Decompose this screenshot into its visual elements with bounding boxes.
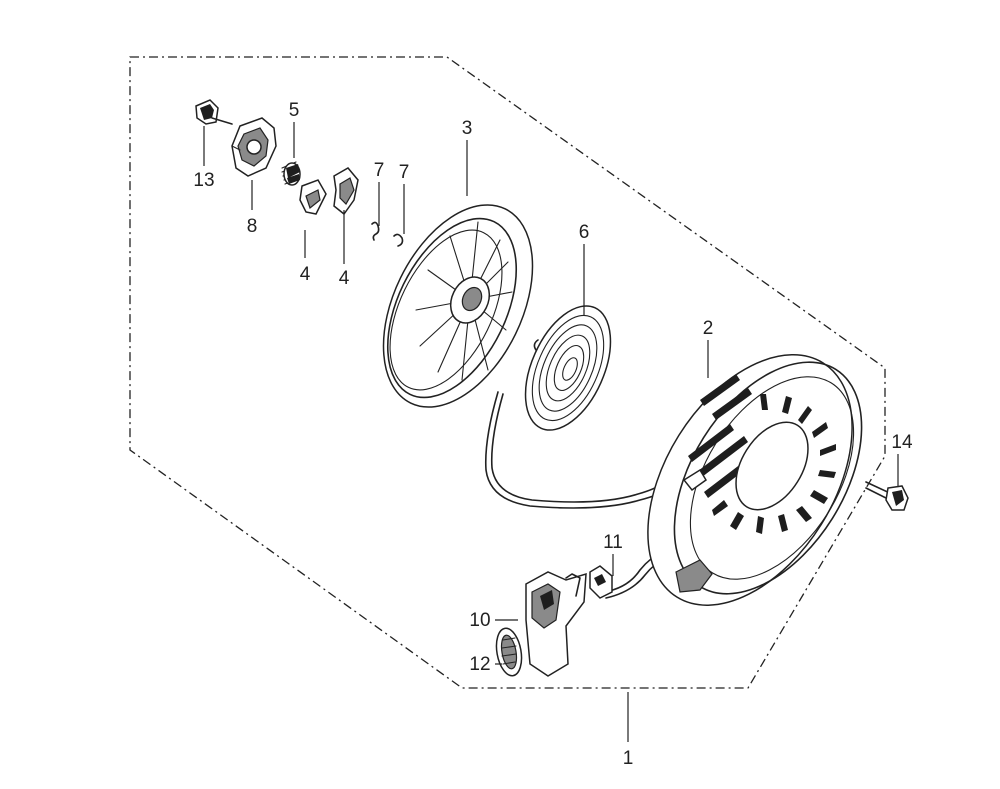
callout-1: 1 xyxy=(623,748,634,769)
part-7-spring-right xyxy=(393,233,404,247)
part-4-ratchet-right xyxy=(333,167,359,216)
callout-8: 8 xyxy=(247,216,258,237)
leader-lines xyxy=(203,122,899,742)
part-11-rope-connector xyxy=(589,565,613,599)
part-10-starter-grip xyxy=(525,571,587,677)
callout-14: 14 xyxy=(891,432,913,453)
part-7-spring-left xyxy=(371,221,380,241)
part-8-ratchet-plate xyxy=(231,117,277,177)
part-3-reel xyxy=(382,204,534,408)
callout-4-right: 4 xyxy=(339,268,350,289)
part-5-spring xyxy=(281,161,301,186)
callout-7-left: 7 xyxy=(374,160,385,181)
callout-6: 6 xyxy=(579,222,590,243)
callout-13: 13 xyxy=(193,170,214,191)
callout-3: 3 xyxy=(462,118,473,139)
callout-10: 10 xyxy=(469,610,490,631)
assembly-boundary xyxy=(129,56,886,689)
part-2-starter-case xyxy=(647,354,863,606)
callout-2: 2 xyxy=(703,318,714,339)
callout-11: 11 xyxy=(603,532,623,553)
callout-5: 5 xyxy=(289,100,300,121)
callouts: 1 2 3 4 4 5 6 7 7 8 10 11 12 13 14 xyxy=(193,100,913,769)
part-13-bolt xyxy=(195,99,233,125)
part-4-ratchet-left xyxy=(299,179,327,215)
part-6-recoil-spring xyxy=(524,305,612,431)
part-14-bolt xyxy=(865,481,909,511)
callout-12: 12 xyxy=(469,654,490,675)
callout-7-right: 7 xyxy=(399,162,410,183)
part-12-grip-cap xyxy=(495,627,523,677)
callout-4-left: 4 xyxy=(300,264,311,285)
